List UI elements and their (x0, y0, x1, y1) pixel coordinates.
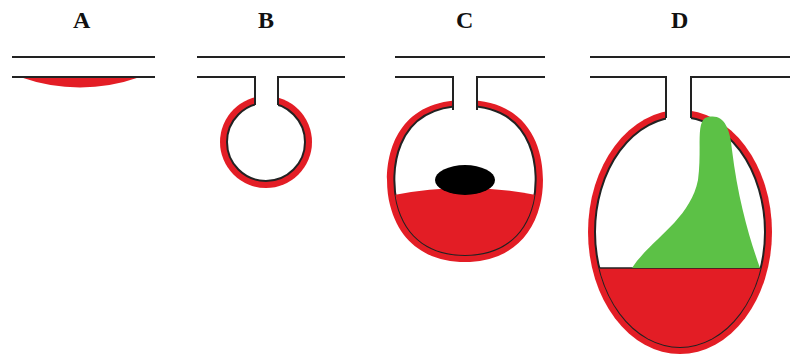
stage-a-figure (12, 57, 155, 88)
stage-c-figure (380, 57, 550, 270)
stage-letter: A (73, 8, 90, 32)
stage-b-figure (197, 57, 345, 188)
stage-letter: C (456, 8, 473, 32)
stage-d-figure (588, 57, 790, 362)
stage-letter: B (258, 8, 274, 32)
stage-letter: D (671, 8, 688, 32)
